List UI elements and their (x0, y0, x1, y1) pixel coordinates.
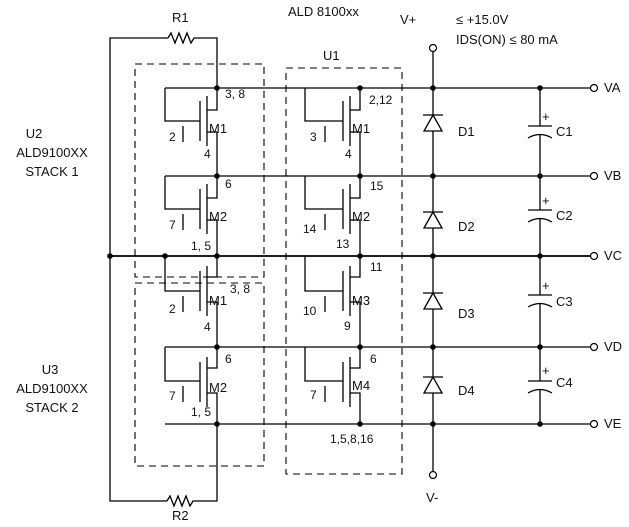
svg-text:M4: M4 (352, 378, 370, 393)
svg-text:11: 11 (370, 260, 383, 274)
svg-text:3, 8: 3, 8 (230, 282, 250, 296)
svg-text:6: 6 (370, 352, 377, 366)
u1-m3-mosfet: 10 M3 11 9 (303, 256, 383, 347)
svg-text:2: 2 (169, 130, 176, 144)
current-limit-note: IDS(ON) ≤ 80 mA (456, 32, 558, 47)
svg-text:VA: VA (604, 80, 621, 95)
svg-text:M1: M1 (209, 121, 227, 136)
output-terminal-vd: VD (589, 339, 622, 354)
svg-text:M1: M1 (352, 121, 370, 136)
svg-text:13: 13 (336, 237, 350, 251)
svg-text:M1: M1 (209, 293, 227, 308)
svg-text:C1: C1 (556, 124, 573, 139)
svg-text:6: 6 (225, 177, 232, 191)
svg-text:+: + (542, 193, 550, 208)
u3-label: U3 (42, 362, 59, 377)
output-terminal-va: VA (589, 80, 621, 95)
svg-text:1, 5: 1, 5 (191, 405, 211, 419)
u1-package-outline (285, 67, 403, 475)
svg-text:D1: D1 (458, 124, 475, 139)
u1-label: U1 (323, 48, 340, 63)
svg-text:D2: D2 (458, 219, 475, 234)
output-rails (110, 87, 590, 425)
u1-m4-mosfet: 7 M4 6 1,5,8,16 (304, 347, 377, 446)
u2-package-outline (134, 63, 265, 278)
svg-text:VD: VD (604, 339, 622, 354)
svg-text:1, 5: 1, 5 (191, 239, 211, 253)
svg-text:M2: M2 (352, 209, 370, 224)
svg-text:2: 2 (169, 302, 176, 316)
svg-text:VC: VC (604, 248, 622, 263)
u3-m1-mosfet: 2 M1 3, 8 4 (164, 256, 250, 347)
svg-text:15: 15 (370, 179, 384, 193)
output-terminal-vc: VC (589, 248, 622, 263)
svg-text:10: 10 (303, 304, 317, 318)
resistor-r1 (167, 31, 197, 45)
u2-m2-mosfet: 7 M2 6 1, 5 (164, 176, 232, 256)
u2-stack-label: STACK 1 (25, 164, 78, 179)
svg-text:6: 6 (225, 352, 232, 366)
svg-text:3, 8: 3, 8 (225, 87, 245, 101)
capacitor-c3: + C3 (527, 256, 573, 347)
vminus-label: V- (426, 490, 438, 505)
diode-d1: D1 (422, 113, 475, 139)
voltage-limit-note: ≤ +15.0V (456, 12, 509, 27)
u3-stack-label: STACK 2 (25, 400, 78, 415)
supply-rail (428, 43, 438, 480)
r2-label: R2 (172, 508, 189, 523)
svg-text:D4: D4 (458, 383, 475, 398)
svg-text:M2: M2 (209, 380, 227, 395)
diode-d2: D2 (422, 210, 475, 234)
capacitor-c1: + C1 (527, 88, 573, 176)
svg-text:+: + (542, 278, 550, 293)
output-terminal-vb: VB (589, 168, 621, 183)
u3-part-label: ALD9100XX (16, 381, 88, 396)
svg-text:M3: M3 (352, 293, 370, 308)
svg-text:+: + (542, 109, 550, 124)
svg-text:+: + (542, 363, 550, 378)
svg-text:4: 4 (204, 147, 211, 161)
u3-m2-mosfet: 7 M2 6 1, 5 (164, 347, 232, 424)
svg-text:3: 3 (310, 130, 317, 144)
svg-text:VB: VB (604, 168, 621, 183)
capacitor-c2: + C2 (527, 176, 573, 256)
u2-label: U2 (26, 126, 43, 141)
u2-m1-mosfet: 2 M1 3, 8 4 (164, 87, 245, 176)
output-terminal-ve: VE (589, 416, 622, 431)
vplus-label: V+ (400, 12, 416, 27)
diagram-title: ALD 8100xx (288, 4, 359, 19)
svg-text:VE: VE (604, 416, 622, 431)
diode-d3: D3 (422, 291, 475, 321)
svg-text:D3: D3 (458, 306, 475, 321)
junction-dots (107, 85, 543, 427)
u1-m1-mosfet: 3 M1 2,12 4 (304, 88, 393, 176)
svg-text:C4: C4 (556, 375, 573, 390)
svg-text:4: 4 (204, 320, 211, 334)
resistor-r2 (166, 494, 197, 508)
svg-text:7: 7 (310, 388, 317, 402)
svg-text:9: 9 (344, 319, 351, 333)
svg-text:C2: C2 (556, 208, 573, 223)
r1-label: R1 (172, 10, 189, 25)
svg-text:14: 14 (303, 222, 317, 236)
svg-text:M2: M2 (209, 209, 227, 224)
diode-d4: D4 (422, 375, 475, 398)
svg-text:C3: C3 (556, 294, 573, 309)
feedback-wiring (109, 37, 218, 502)
svg-text:7: 7 (169, 389, 176, 403)
svg-text:4: 4 (345, 147, 352, 161)
svg-text:1,5,8,16: 1,5,8,16 (330, 432, 374, 446)
capacitor-c4: + C4 (527, 347, 573, 424)
svg-text:7: 7 (169, 218, 176, 232)
u1-m2-mosfet: 14 M2 15 13 (303, 176, 384, 256)
u2-part-label: ALD9100XX (16, 145, 88, 160)
svg-text:2,12: 2,12 (369, 93, 393, 107)
